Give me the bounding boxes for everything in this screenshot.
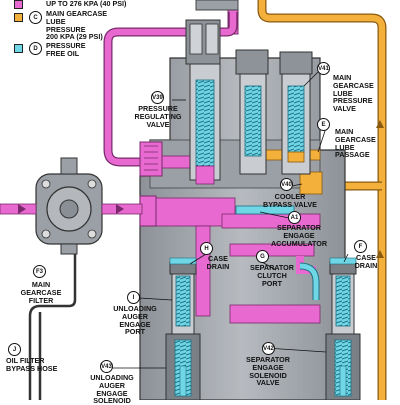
filter-bypass-hose <box>28 250 77 400</box>
tag-v43: V43 <box>100 360 113 373</box>
label-e: MAIN GEARCASE LUBE PASSAGE <box>335 127 376 160</box>
tag-j: J <box>8 343 21 356</box>
label-v41: MAIN GEARCASE LUBE PRESSURE VALVE <box>333 73 374 114</box>
label-g: SEPARATOR CLUTCH PORT <box>250 263 294 288</box>
v41-valve <box>279 51 313 75</box>
label-v42: SEPARATOR ENGAGE SOLENOID VALVE <box>246 355 290 388</box>
leader-f <box>343 253 349 263</box>
leader-v41 <box>303 71 319 87</box>
tag-e: E <box>317 118 330 131</box>
v42-solenoid <box>325 261 361 400</box>
legend-swatch-free-oil <box>14 44 23 53</box>
leader-e <box>317 127 327 153</box>
legend-tag-c: C <box>29 11 42 24</box>
legend-lube-text: MAIN GEARCASE LUBE PRESSURE 200 kPa (29 … <box>46 9 108 42</box>
label-j: OIL FILTER BYPASS HOSE <box>6 356 58 373</box>
tag-a1: A1 <box>288 211 301 224</box>
tag-f3: F3 <box>33 265 46 278</box>
top-body-stub <box>195 0 239 11</box>
label-v40: COOLER BYPASS VALVE <box>263 192 317 209</box>
label-a1: SEPARATOR ENGAGE ACCUMULATOR <box>270 223 328 248</box>
lube-valve-cap <box>235 49 269 75</box>
legend-swatch-lube <box>14 13 23 22</box>
inlet-fitting <box>139 141 163 177</box>
legend-tag-d: D <box>29 42 42 55</box>
tag-v41: V41 <box>317 62 330 75</box>
tag-v42: V42 <box>262 342 275 355</box>
label-f3: MAIN GEARCASE FILTER <box>20 280 62 305</box>
flow-arrow <box>376 120 384 128</box>
case-drain-left <box>169 257 197 265</box>
tag-v39: V39 <box>151 91 164 104</box>
tag-i: I <box>127 291 140 304</box>
label-i: UNLOADING AUGER ENGAGE PORT <box>113 304 157 337</box>
leader-g <box>261 261 277 271</box>
flow-arrow <box>18 204 26 214</box>
tag-g: G <box>256 250 269 263</box>
label-f: CASE DRAIN <box>354 253 378 270</box>
v43-solenoid <box>165 261 201 400</box>
legend-swatch-pressure <box>14 0 23 9</box>
leader-v40 <box>291 183 303 187</box>
tag-v40: V40 <box>280 178 293 191</box>
tag-f: F <box>354 240 367 253</box>
label-v43: UNLOADING AUGER ENGAGE SOLENOID <box>90 373 134 405</box>
accumulator <box>235 205 295 215</box>
flow-arrow <box>116 204 124 214</box>
leader-a1 <box>259 211 290 219</box>
label-v39: PRESSURE REGULATING VALVE <box>134 104 182 129</box>
label-h: CASE DRAIN <box>206 254 230 271</box>
leader-v42 <box>265 347 327 353</box>
leader-i <box>138 297 173 301</box>
legend-free-oil-text: PRESSURE FREE OIL <box>46 41 86 58</box>
case-drain-right <box>329 257 357 265</box>
leader-h <box>189 253 207 265</box>
f3-filter <box>35 157 103 255</box>
legend-pressure-text: UP TO 276 kPa (40 psi) <box>46 0 127 8</box>
flow-arrow <box>376 250 384 258</box>
tag-h: H <box>200 242 213 255</box>
